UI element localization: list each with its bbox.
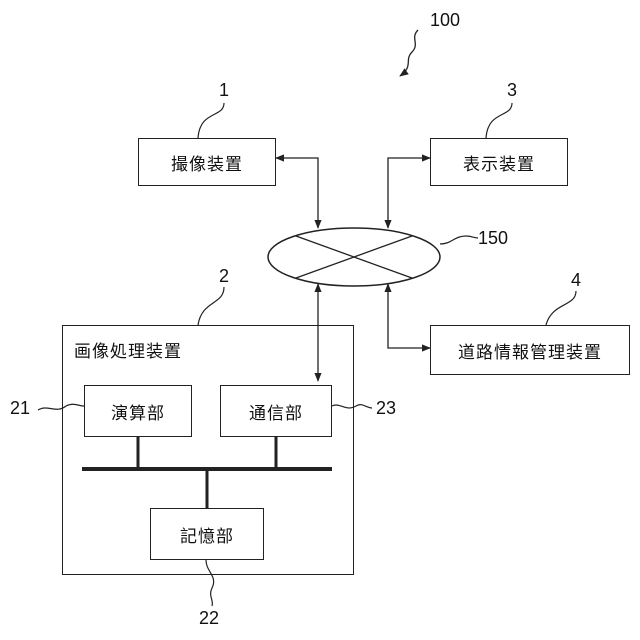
storage-ref-label: 22 xyxy=(199,608,219,629)
display-device-label: 表示装置 xyxy=(463,150,535,175)
compute-ref-label: 21 xyxy=(10,398,30,419)
comm-unit-label: 通信部 xyxy=(249,399,303,424)
network-symbol xyxy=(268,228,440,286)
comm-ref-label: 23 xyxy=(376,398,396,419)
road-info-device-label: 道路情報管理装置 xyxy=(458,338,602,363)
road-info-leader-line xyxy=(546,291,576,325)
road-info-network-connection xyxy=(388,284,430,348)
display-network-connection xyxy=(388,158,430,228)
storage-unit-box: 記憶部 xyxy=(150,508,264,560)
camera-leader-line xyxy=(198,103,224,138)
figure-ref-arrow xyxy=(400,30,418,76)
compute-unit-label: 演算部 xyxy=(111,399,165,424)
camera-device-box: 撮像装置 xyxy=(138,138,276,186)
network-leader-line xyxy=(440,236,478,244)
processor-leader-line xyxy=(198,287,224,325)
display-device-box: 表示装置 xyxy=(430,138,568,186)
comm-unit-box: 通信部 xyxy=(220,385,332,437)
image-processor-label: 画像処理装置 xyxy=(74,337,182,362)
network-ref-label: 150 xyxy=(478,228,508,249)
figure-ref-label: 100 xyxy=(430,10,460,31)
camera-network-connection xyxy=(276,158,318,228)
compute-unit-box: 演算部 xyxy=(84,385,192,437)
display-ref-label: 3 xyxy=(507,80,517,101)
processor-ref-label: 2 xyxy=(219,266,229,287)
camera-ref-label: 1 xyxy=(219,80,229,101)
road-info-ref-label: 4 xyxy=(571,270,581,291)
road-info-device-box: 道路情報管理装置 xyxy=(430,325,630,375)
storage-unit-label: 記憶部 xyxy=(180,522,234,547)
display-leader-line xyxy=(486,103,512,138)
camera-device-label: 撮像装置 xyxy=(171,150,243,175)
